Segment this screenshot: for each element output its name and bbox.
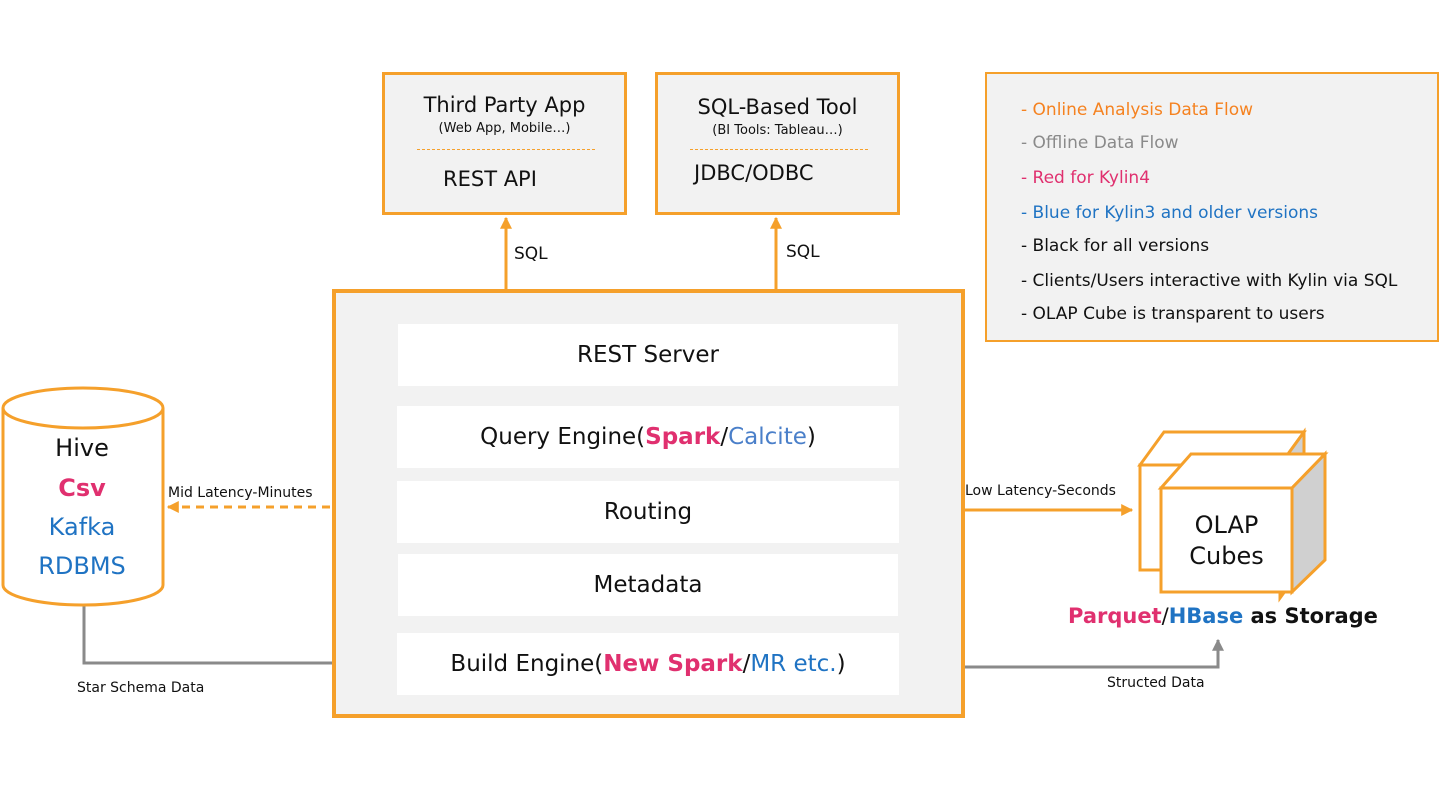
- build-engine-suffix: ): [836, 651, 846, 677]
- rest-server-label: REST Server: [577, 342, 719, 368]
- metadata-layer: Metadata: [398, 554, 898, 616]
- legend-red-kylin4: - Red for Kylin4: [1021, 168, 1151, 188]
- query-engine-layer: Query Engine(Spark/Calcite): [397, 406, 899, 468]
- divider: [417, 149, 595, 150]
- olap-cubes-line2: Cubes: [1189, 542, 1264, 570]
- query-engine-calcite: Calcite: [728, 424, 807, 450]
- legend-clients-sql: - Clients/Users interactive with Kylin v…: [1021, 271, 1398, 291]
- source-csv: Csv: [58, 474, 106, 502]
- build-engine-mr: MR etc.: [750, 651, 837, 677]
- star-schema-label: Star Schema Data: [77, 680, 205, 696]
- query-engine-suffix: ): [806, 424, 816, 450]
- source-hive: Hive: [55, 434, 109, 462]
- sql-based-tool-box: SQL-Based Tool (BI Tools: Tableau…) JDBC…: [655, 72, 900, 215]
- legend-cube-transparent: - OLAP Cube is transparent to users: [1021, 304, 1325, 324]
- third-party-subtitle: (Web App, Mobile…): [438, 121, 571, 136]
- legend-box: - Online Analysis Data Flow - Offline Da…: [985, 72, 1439, 342]
- source-rdbms: RDBMS: [38, 552, 126, 580]
- query-engine-prefix: Query Engine(: [480, 424, 646, 450]
- storage-parquet: Parquet: [1068, 604, 1162, 628]
- query-engine-slash: /: [720, 424, 729, 450]
- structed-data-label: Structed Data: [1107, 675, 1205, 691]
- legend-blue-kylin3: - Blue for Kylin3 and older versions: [1021, 203, 1319, 223]
- olap-cubes-line1: OLAP: [1194, 511, 1259, 539]
- storage-suffix: as Storage: [1243, 604, 1378, 628]
- sql-tool-title: SQL-Based Tool: [697, 95, 858, 119]
- build-engine-slash: /: [742, 651, 751, 677]
- low-latency-label: Low Latency-Seconds: [965, 483, 1116, 499]
- legend-online-flow: - Online Analysis Data Flow: [1021, 100, 1254, 120]
- structed-data-arrow: [898, 638, 1224, 669]
- divider: [690, 149, 868, 150]
- build-engine-new-spark: New Spark: [603, 651, 743, 677]
- build-engine-prefix: Build Engine(: [450, 651, 604, 677]
- source-kafka: Kafka: [48, 513, 116, 541]
- routing-layer: Routing: [397, 481, 899, 543]
- sql-tool-subtitle: (BI Tools: Tableau…): [712, 123, 843, 138]
- mid-latency-label: Mid Latency-Minutes: [168, 485, 313, 501]
- rest-server-layer: REST Server: [398, 324, 898, 386]
- third-party-title: Third Party App: [423, 93, 586, 117]
- legend-black-all: - Black for all versions: [1021, 236, 1210, 256]
- query-engine-spark: Spark: [645, 424, 721, 450]
- olap-cubes-label: OLAP Cubes: [1161, 510, 1292, 572]
- olap-cubes-icon: [1137, 427, 1329, 603]
- legend-offline-flow: - Offline Data Flow: [1021, 133, 1179, 153]
- build-engine-layer: Build Engine(New Spark/MR etc.): [397, 633, 899, 695]
- jdbc-odbc-label: JDBC/ODBC: [694, 161, 814, 185]
- third-party-app-box: Third Party App (Web App, Mobile…) REST …: [382, 72, 627, 215]
- metadata-label: Metadata: [593, 572, 703, 598]
- star-schema-arrow: [82, 605, 398, 669]
- database-cylinder-icon: [1, 386, 165, 607]
- sql-label-left: SQL: [514, 244, 548, 264]
- storage-label: Parquet/HBase as Storage: [1068, 604, 1378, 628]
- rest-api-label: REST API: [443, 167, 537, 191]
- storage-hbase: HBase: [1168, 604, 1244, 628]
- sql-label-right: SQL: [786, 242, 820, 262]
- kylin-server-box: REST Server Query Engine(Spark/Calcite) …: [332, 289, 965, 718]
- storage-slash: /: [1161, 604, 1169, 628]
- routing-label: Routing: [603, 499, 693, 525]
